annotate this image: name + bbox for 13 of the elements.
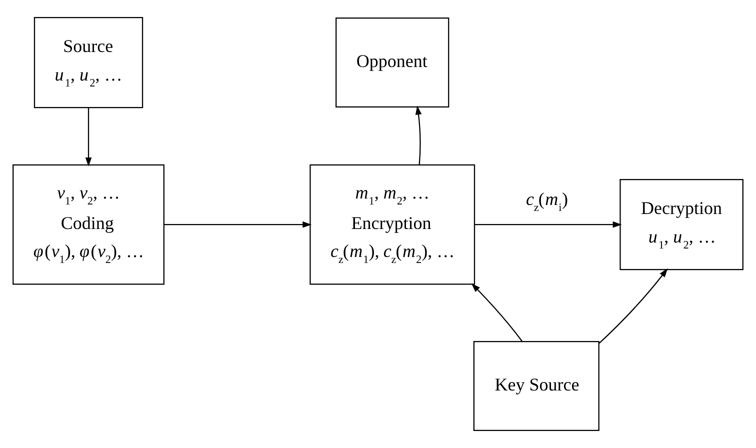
- arrow: [474, 221, 622, 228]
- node-box: m$_{1}$, m$_{2}$, … Encryption c$_{z}$(m$_{1}$), c$_{z}$(m$_{2}$), …: [310, 164, 476, 285]
- arrow: [164, 221, 312, 228]
- node-box: v$_{1}$, v$_{2}$, … Coding φ(v$_{1}$), φ(v$_{2}$), …: [12, 164, 164, 285]
- arrow: [471, 283, 522, 342]
- node-box: Opponent: [336, 18, 450, 108]
- arrow: [598, 268, 668, 344]
- arrow: [415, 106, 422, 165]
- arrow: [85, 108, 92, 167]
- node-box: Key Source: [473, 341, 600, 432]
- edge-label: c$_{z}$(m$_{i}$): [526, 189, 568, 214]
- node-box: Source u$_{1}$, u$_{2}$, …: [34, 16, 144, 108]
- node-box: Decryption u$_{1}$, u$_{2}$, …: [620, 178, 744, 270]
